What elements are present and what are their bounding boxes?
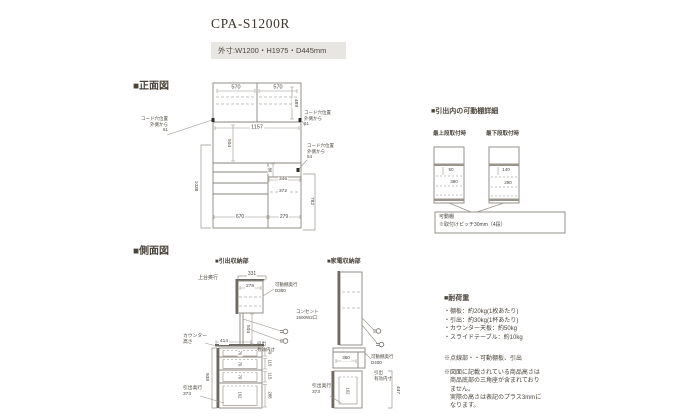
load-capacity-heading: ■耐荷重	[444, 295, 470, 302]
dim-447: 447	[394, 384, 400, 396]
drawer-effective-height-0: 79	[267, 349, 273, 355]
cord-hole-label-right-top: コード穴位置 外側から 61	[304, 110, 331, 127]
drawer-inner-label-right: 引出 有効内寸	[374, 370, 392, 381]
side-view-drawer-drawing	[199, 275, 289, 409]
movable-shelf-depth-d360-label: 可動棚奥行 D360	[275, 282, 298, 293]
movable-shelf-depth-d400-label: 可動棚奥行 D400	[371, 354, 394, 365]
front-view-heading: ■正面図	[133, 81, 170, 92]
cord-hole-label-right-middle: コード穴位置 外側から 54	[307, 143, 334, 160]
dim-290: 290	[503, 180, 513, 186]
drawer-inner-label-left: 引出 有効内寸	[257, 341, 275, 352]
drawer-inner-height-3: 162	[237, 390, 243, 400]
dim-360: 360	[341, 355, 351, 361]
shelf-bottom-position-label: 最下段取付時	[486, 131, 520, 137]
cord-hole-dot	[211, 118, 215, 122]
outer-dimensions: 外寸:W1200・H1975・D445mm	[211, 42, 346, 59]
dim-88: 88	[267, 166, 273, 174]
dim-1157: 1157	[250, 124, 264, 132]
dim-1038: 1038	[192, 179, 198, 193]
load-capacity-item: ・棚板：約20kg(1枚あたり)	[444, 309, 519, 315]
cord-hole-dot	[298, 118, 302, 122]
page-title: CPA-S1200R	[211, 16, 291, 31]
load-capacity-item: ・スライドテーブル：約10kg	[444, 334, 523, 341]
load-capacity-item: ・カウンター天板：約50kg	[444, 326, 518, 332]
outlet-label: コンセント 1500W2口	[296, 309, 319, 320]
dim-782: 782	[308, 195, 314, 207]
movable-shelf-note-title: 可動棚	[439, 214, 455, 220]
drawer-inner-height-0: 70	[237, 349, 243, 357]
dim-279: 279	[278, 213, 290, 221]
outlet-plug-icon	[373, 328, 385, 348]
drawer-depth-label-left: 引出奥行 373	[183, 386, 203, 397]
dim-278: 278	[244, 284, 256, 290]
drawer-inner-height-2: 70	[237, 373, 243, 381]
dim-489: 489	[292, 97, 298, 109]
drawer-effective-height-1: 115	[267, 359, 273, 367]
shelf-detail-heading: ■引出内の可動棚詳細	[431, 108, 499, 115]
dim-372: 372	[277, 189, 289, 195]
drawer-effective-height-3: 288	[267, 391, 273, 399]
dim-331: 331	[246, 270, 258, 278]
dim-504-front: 504	[225, 137, 231, 149]
side-view-appliance-drawing	[329, 271, 393, 409]
top-depth-label: 上台奥行	[198, 275, 219, 281]
height-note: ※図面に記載されている商品高さは 商品底部の三角座が含まれており ません。 実際…	[444, 370, 542, 410]
cord-hole-dot	[296, 168, 300, 172]
dim-938: 938	[203, 371, 209, 383]
dotted-line-note: ※点線部・・可動棚板、引出	[444, 356, 523, 362]
drawer-depth-label-right: 引出奥行 373	[312, 384, 332, 395]
appliance-section-heading: ■家電収納部	[327, 259, 361, 265]
dim-570-right: 570	[273, 84, 283, 91]
dim-504-side: 504	[244, 323, 250, 335]
dim-140: 140	[501, 167, 511, 173]
drawer-inner-height-1: 70	[237, 360, 243, 368]
dim-670: 670	[234, 213, 246, 221]
drawer-effective-height-2: 115	[267, 372, 273, 380]
dim-162: 162	[345, 386, 351, 396]
counter-height-label: カウンター 高さ	[183, 334, 207, 345]
load-capacity-item: ・引出：約30kg(1杯あたり)	[444, 317, 519, 324]
dim-570-left: 570	[231, 84, 241, 91]
shelf-top-position-label: 最上段取付時	[433, 131, 467, 137]
drawer-section-heading: ■引出収納部	[215, 259, 249, 265]
movable-shelf-note-body: ※取付けピッチ30mm（4段）	[439, 222, 506, 228]
dim-380: 380	[449, 179, 459, 185]
dim-346: 346	[277, 177, 289, 183]
outlet-plug-icon	[280, 328, 289, 344]
cord-hole-label-left: コード穴位置 外側から 61	[141, 116, 168, 133]
shelf-detail-drawing	[433, 146, 566, 234]
dim-414: 414	[218, 339, 230, 345]
side-view-heading: ■側面図	[133, 246, 170, 257]
dim-50: 50	[447, 167, 455, 173]
